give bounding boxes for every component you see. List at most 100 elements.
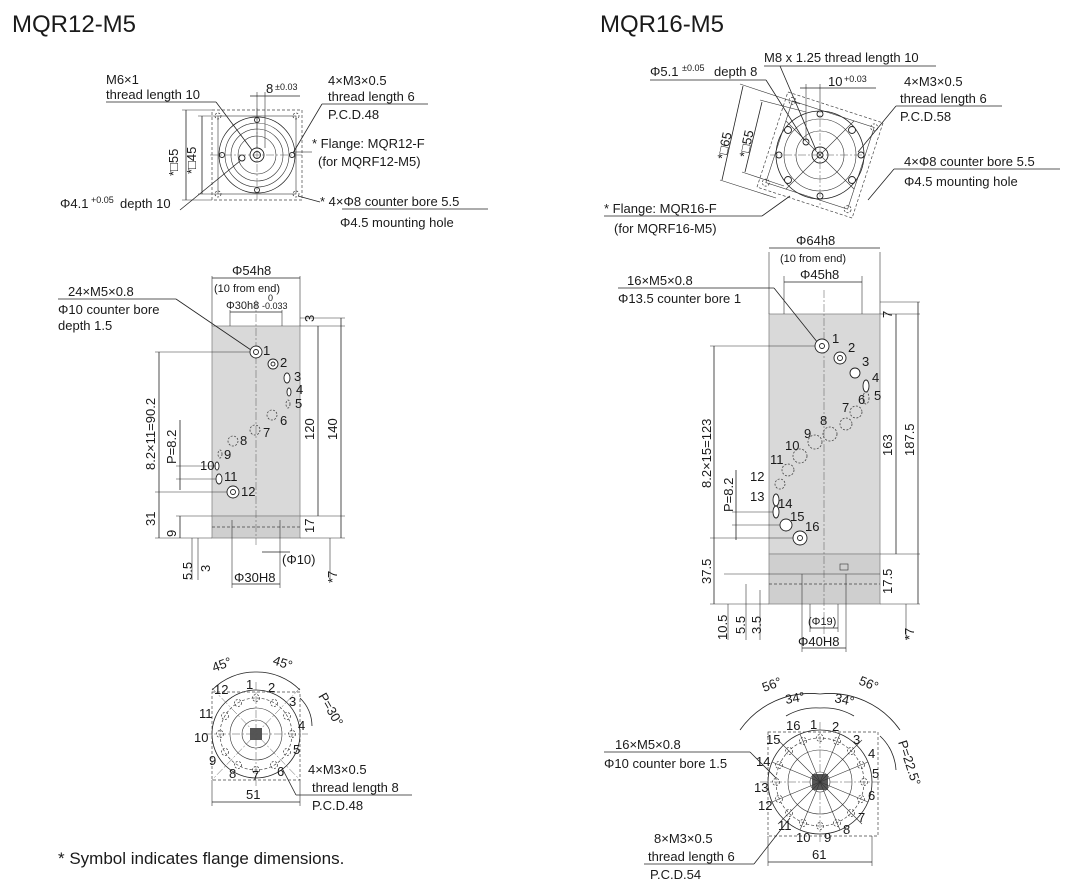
mqr16-m8-label: M8 x 1.25 thread length 10 <box>764 50 919 65</box>
mqr16-bp-2: 2 <box>832 719 839 734</box>
mqr16-title: MQR16-M5 <box>600 11 724 38</box>
mqr12-port-11: 11 <box>224 469 238 484</box>
mqr16-ports-cbore: Φ13.5 counter bore 1 <box>618 291 741 306</box>
mqr16-port-6: 6 <box>858 392 865 407</box>
mqr12-m3-thread: thread length 6 <box>328 89 415 104</box>
mqr12-bp-9: 9 <box>209 753 216 768</box>
mqr16-bports-label: 16×M5×0.8 <box>615 737 681 752</box>
mqr16-bottom-view: 1 2 3 4 5 6 7 8 9 10 11 12 13 14 15 16 5… <box>604 673 924 882</box>
mqr12-port-6: 6 <box>280 413 287 428</box>
mqr16-m3-pcd: P.C.D.58 <box>900 109 951 124</box>
mqr16-bp-1: 1 <box>810 717 817 732</box>
mqr16-port-11: 11 <box>770 452 784 467</box>
mqr12-ports-cbore: Φ10 counter bore <box>58 302 159 317</box>
mqr16-bports-cbore: Φ10 counter bore 1.5 <box>604 756 727 771</box>
mqr12-bp-7: 7 <box>252 768 259 783</box>
mqr16-port-16: 16 <box>805 519 819 534</box>
mqr16-flange-outline <box>756 91 884 219</box>
mqr12-dim-7: *7 <box>325 571 340 583</box>
mqr12-bottom-ports <box>216 694 296 774</box>
mqr12-port-1: 1 <box>263 343 270 358</box>
mqr12-dia30h8-tol-top: 0 <box>268 293 273 303</box>
mqr12-port-10: 10 <box>200 458 214 473</box>
mqr12-pin-hole <box>238 154 246 162</box>
mqr16-cbore-mount: Φ4.5 mounting hole <box>904 174 1018 189</box>
mqr16-m3-thread: thread length 6 <box>900 91 987 106</box>
mqr12-angle-1: 45° <box>210 654 234 675</box>
mqr12-angle-2: 45° <box>271 653 294 673</box>
mqr12-dim-pitch-total: 8.2×11=90.2 <box>143 398 158 470</box>
mqr16-dim-pitch: P=8.2 <box>721 478 736 512</box>
mqr16-port-12: 12 <box>750 469 764 484</box>
mqr16-port-2: 2 <box>848 340 855 355</box>
mqr16-dim-187-5: 187.5 <box>902 423 917 456</box>
mqr12-pin-hole-label: Φ4.1 <box>60 196 88 211</box>
mqr12-bp-6: 6 <box>277 764 284 779</box>
mqr12-bp-4: 4 <box>298 718 305 733</box>
mqr12-dim-31: 31 <box>143 512 158 526</box>
mqr12-bp-1: 1 <box>246 677 253 692</box>
mqr12-bm3-thread: thread length 8 <box>312 780 399 795</box>
mqr16-port-5: 5 <box>874 388 881 403</box>
mqr16-angle-3: 34° <box>784 689 806 707</box>
mqr12-from-end: (10 from end) <box>214 283 280 295</box>
mqr16-base <box>768 553 881 605</box>
mqr12-dia30h8-tol-bot: -0.033 <box>262 301 288 311</box>
mqr12-port-4: 4 <box>296 382 303 397</box>
mqr12-port-2: 2 <box>280 355 287 370</box>
mqr12-dia30h8: Φ30h8 <box>226 300 259 312</box>
mqr16-bp-10: 10 <box>796 830 810 845</box>
mqr12-mount-hole <box>292 190 300 198</box>
mqr16-angle-2: 56° <box>857 673 881 694</box>
mqr16-dim-5-5: 5.5 <box>733 616 748 634</box>
mqr16-port-8: 8 <box>820 413 827 428</box>
mqr12-port-9: 9 <box>224 447 231 462</box>
mqr16-dia40H8: Φ40H8 <box>798 634 839 649</box>
mqr12-cbore-mount: Φ4.5 mounting hole <box>340 215 454 230</box>
mqr12-dim-5-5: 5.5 <box>180 562 195 580</box>
mqr16-dim-19: (Φ19) <box>808 616 836 628</box>
mqr12-top-view: *□55 *□45 8 ±0.03 M6×1 thread length 10 … <box>60 72 488 230</box>
mqr16-dim-10-5: 10.5 <box>715 615 730 640</box>
mqr16-dim-37-5: 37.5 <box>699 559 714 584</box>
mqr16-bp-12: 12 <box>758 798 772 813</box>
mqr16-m3-label: 4×M3×0.5 <box>904 74 963 89</box>
mqr12-mount-hole <box>214 190 222 198</box>
mqr12-dim-3b: 3 <box>198 565 213 572</box>
mqr12-dia30H8: Φ30H8 <box>234 570 275 585</box>
mqr12-port-7: 7 <box>263 425 270 440</box>
mqr12-pin-hole-depth: depth 10 <box>120 196 171 211</box>
mqr16-dim-61: 61 <box>812 847 826 862</box>
mqr16-from-end: (10 from end) <box>780 253 846 265</box>
mqr12-m3-label: 4×M3×0.5 <box>328 73 387 88</box>
mqr12-ports-depth: depth 1.5 <box>58 318 112 333</box>
mqr16-dia45: Φ45h8 <box>800 267 839 282</box>
mqr16-port-4: 4 <box>872 370 879 385</box>
mqr12-dim-17: 17 <box>302 519 317 533</box>
mqr16-dim-65: *□65 <box>714 131 734 161</box>
mqr16-pin-hole: Φ5.1 <box>650 64 678 79</box>
mqr16-port-1: 1 <box>832 331 839 346</box>
footnote: * Symbol indicates flange dimensions. <box>58 849 344 868</box>
mqr12-pin-hole-tol: +0.05 <box>91 195 114 205</box>
mqr16-bp-4: 4 <box>868 746 875 761</box>
mqr16-bp-7: 7 <box>858 810 865 825</box>
mqr16-bm3-label: 8×M3×0.5 <box>654 831 713 846</box>
mqr16-bp-5: 5 <box>872 766 879 781</box>
mqr12-side-view: Φ54h8 (10 from end) Φ30h8 0 -0.033 24×M5… <box>58 263 345 588</box>
mqr12-dim-pitch: P=8.2 <box>164 430 179 464</box>
mqr12-dim-45: *□45 <box>184 147 199 174</box>
mqr16-bottom-ports <box>772 734 868 830</box>
mqr16-port-13: 13 <box>750 489 764 504</box>
mqr16-port-15: 15 <box>790 509 804 524</box>
mqr16-dim-10: 10 <box>828 74 842 89</box>
mqr12-bp-5: 5 <box>293 742 300 757</box>
mqr16-port-3: 3 <box>862 354 869 369</box>
mqr16-dim-3-5: 3.5 <box>749 616 764 634</box>
mqr16-ports-label: 16×M5×0.8 <box>627 273 693 288</box>
mqr12-dim-3: 3 <box>302 315 317 322</box>
mqr16-bp-3: 3 <box>853 732 860 747</box>
mqr12-bp-10: 10 <box>194 730 208 745</box>
mqr12-bp-2: 2 <box>268 680 275 695</box>
